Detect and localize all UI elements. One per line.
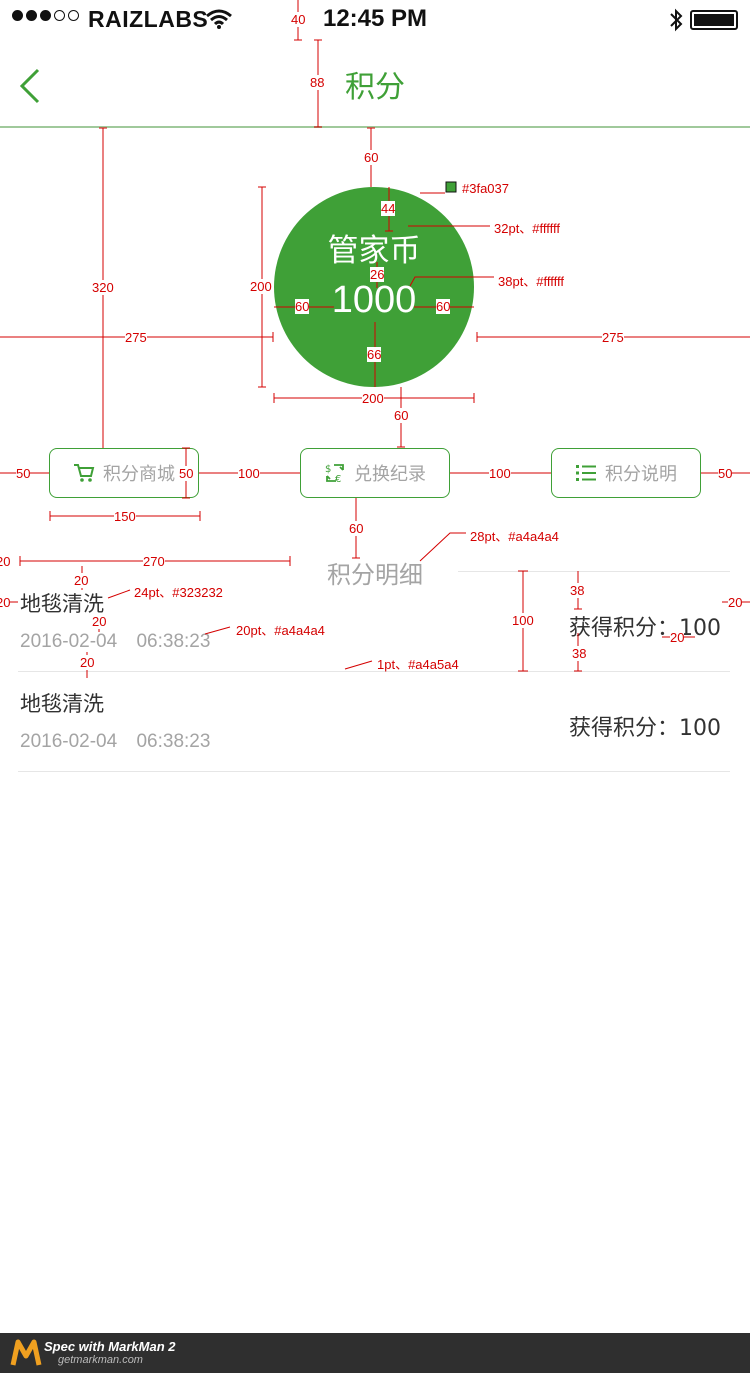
spec-label: 100 <box>489 466 511 481</box>
spec-label: 50 <box>16 466 31 481</box>
points-detail-title: 积分明细 <box>327 561 423 589</box>
spec-label: 38 <box>572 646 587 661</box>
spec-label: 270 <box>143 554 165 569</box>
carrier-name: RAIZLABS <box>88 6 209 32</box>
spec-note-label: 32pt、#ffffff <box>494 221 561 236</box>
exchange-record-button[interactable]: $ € 兑换纪录 <box>300 448 450 498</box>
markman-footer: Spec with MarkMan 2 getmarkman.com <box>0 1333 750 1373</box>
divider <box>18 771 730 772</box>
spec-label: 88 <box>310 75 325 90</box>
navigation-bar: 积分 <box>0 40 750 128</box>
record-points: 获得积分：100 <box>569 616 721 641</box>
record-points: 获得积分：100 <box>569 716 721 741</box>
spec-label: 60 <box>436 299 451 314</box>
spec-note-title: 28pt、#a4a4a4 <box>470 529 559 544</box>
spec-label: 320 <box>92 280 114 295</box>
spec-label: 200 <box>362 391 384 406</box>
spec-label: 60 <box>364 150 379 165</box>
spec-label: 20 <box>92 614 107 629</box>
svg-text:€: € <box>335 474 341 484</box>
spec-label: 60 <box>394 408 409 423</box>
markman-logo-icon <box>10 1339 42 1366</box>
spec-label: 100 <box>512 613 534 628</box>
cart-icon <box>74 464 95 482</box>
spec-label: 20 <box>74 573 89 588</box>
divider <box>458 571 730 572</box>
spec-label: 150 <box>114 509 136 524</box>
svg-text:$: $ <box>325 464 331 475</box>
points-info-label: 积分说明 <box>605 464 677 485</box>
spec-label: 200 <box>250 279 272 294</box>
spec-label: 40 <box>291 12 306 27</box>
page-title: 积分 <box>345 70 405 105</box>
points-mall-button[interactable]: 积分商城 <box>49 448 199 498</box>
spec-label: 38 <box>570 583 585 598</box>
spec-note-date: 20pt、#a4a4a4 <box>236 623 325 638</box>
points-mall-label: 积分商城 <box>103 464 175 485</box>
spec-label: 275 <box>125 330 147 345</box>
bluetooth-icon <box>670 8 683 32</box>
spec-note-color: #3fa037 <box>462 181 509 196</box>
signal-strength-icon <box>12 10 79 21</box>
points-info-button[interactable]: 积分说明 <box>551 448 701 498</box>
footer-site: getmarkman.com <box>58 1354 143 1366</box>
spec-label: 20 <box>670 630 685 645</box>
back-arrow-icon[interactable] <box>18 68 42 104</box>
exchange-icon: $ € <box>325 464 344 484</box>
footer-brand: Spec with MarkMan 2 <box>44 1339 176 1354</box>
spec-label: 60 <box>295 299 310 314</box>
exchange-record-label: 兑换纪录 <box>354 464 426 485</box>
spec-label: 275 <box>602 330 624 345</box>
status-bar: RAIZLABS 12:45 PM <box>0 0 750 40</box>
spec-note-line: 1pt、#a4a5a4 <box>377 657 459 672</box>
spec-label: 100 <box>238 466 260 481</box>
record-date: 2016-02-04 06:38:23 <box>20 631 211 652</box>
wifi-icon <box>206 9 232 29</box>
spec-label: 50 <box>718 466 733 481</box>
spec-note-name: 24pt、#323232 <box>134 585 223 600</box>
record-name: 地毯清洗 <box>20 692 104 716</box>
coin-value: 1000 <box>331 279 417 321</box>
divider <box>18 671 730 672</box>
spec-label: 66 <box>367 347 382 362</box>
record-date: 2016-02-04 06:38:23 <box>20 731 211 752</box>
spec-label: 44 <box>381 201 396 216</box>
spec-label: 20 <box>728 595 743 610</box>
spec-label: 60 <box>349 521 364 536</box>
battery-icon <box>690 10 738 30</box>
record-name: 地毯清洗 <box>20 592 104 616</box>
spec-label: 20 <box>0 595 11 610</box>
spec-label: 26 <box>370 267 385 282</box>
spec-label: 20 <box>0 554 11 569</box>
list-icon <box>576 465 596 481</box>
spec-label: 20 <box>80 655 95 670</box>
spec-label: 50 <box>179 466 194 481</box>
status-time: 12:45 PM <box>322 5 428 32</box>
spec-note-value: 38pt、#ffffff <box>498 274 565 289</box>
coin-label: 管家币 <box>327 233 421 269</box>
